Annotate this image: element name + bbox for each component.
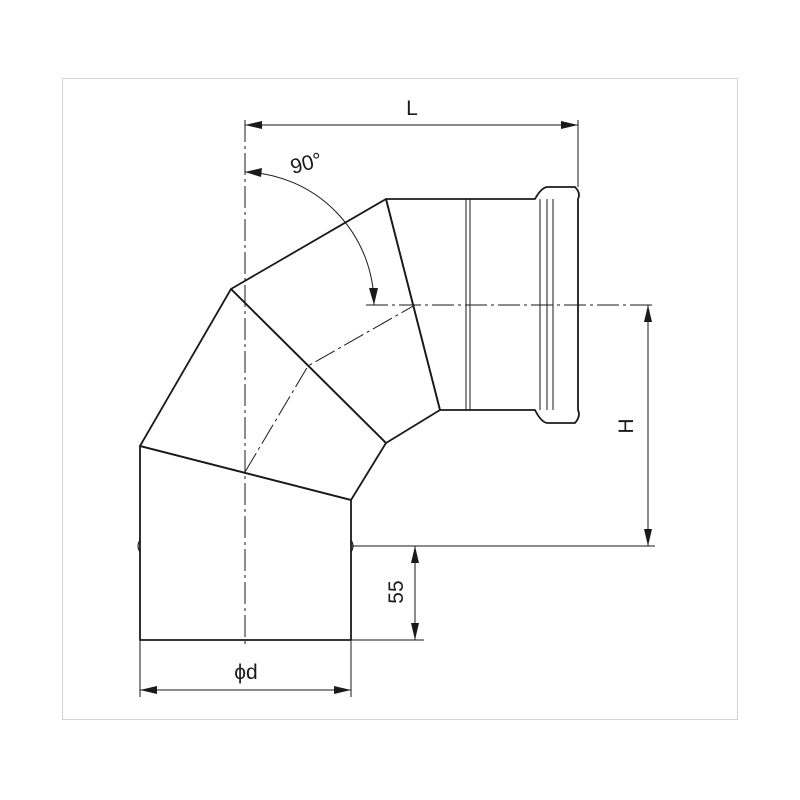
label-length: L (406, 97, 418, 120)
dimension-diameter (139, 640, 352, 697)
label-height: H (615, 418, 638, 433)
label-insertion: 55 (385, 580, 408, 603)
center-lines (244, 120, 655, 648)
label-angle: 90° (288, 149, 325, 179)
elbow-body (139, 186, 580, 641)
elbow-segment-upper-middle (230, 198, 441, 444)
bottom-pipe-bead (137, 539, 141, 553)
bend-axis (244, 304, 416, 473)
drawing-frame (62, 78, 738, 720)
dimension-l (245, 120, 579, 187)
elbow-segment-right (385, 186, 580, 424)
dimension-h (351, 305, 655, 547)
dimension-angle (244, 168, 378, 306)
label-diameter: ϕd (234, 661, 257, 684)
dimension-55 (351, 546, 424, 641)
